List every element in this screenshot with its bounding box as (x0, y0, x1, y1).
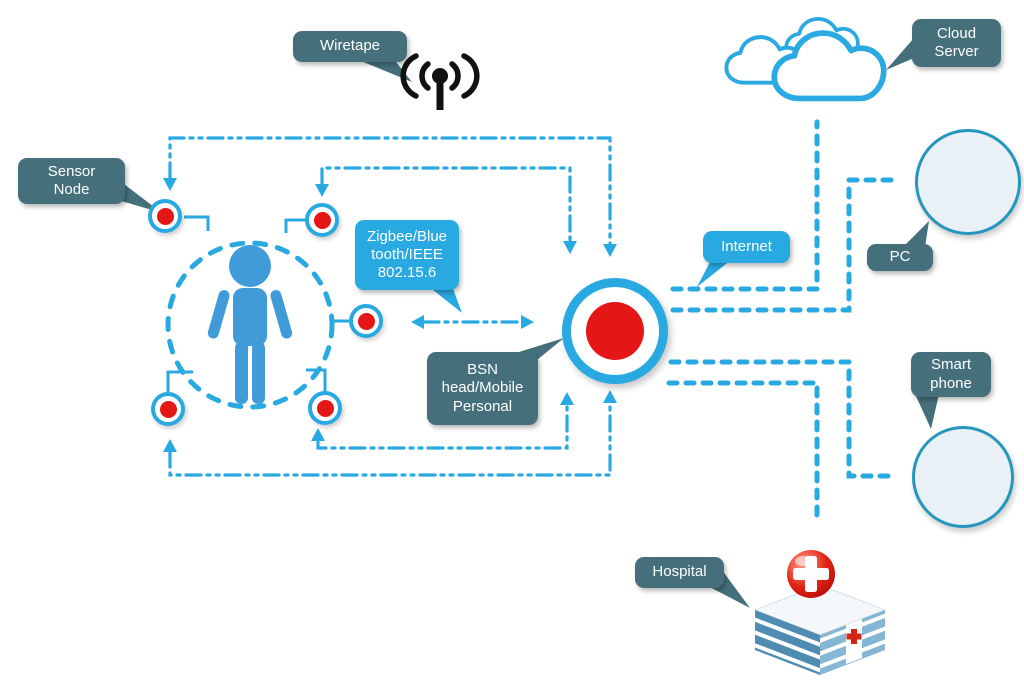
wiretape-label: Wiretape (293, 31, 407, 62)
cloud-server-label: Cloud Server (912, 19, 1001, 67)
wiretap-dashdot-paths (168, 136, 612, 477)
smartphone-device-circle (912, 426, 1014, 528)
bsn-head-label: BSN head/Mobile Personal (427, 352, 538, 425)
internet-dashed-links (666, 119, 897, 527)
sensor-node-dot (151, 392, 185, 426)
sensor-node-dot (349, 304, 383, 338)
callout-tails (116, 38, 939, 608)
internet-label: Internet (703, 231, 790, 263)
hospital-label: Hospital (635, 557, 724, 588)
body-area-dashed-circle (165, 240, 335, 410)
wiretap-arrowheads (163, 178, 617, 452)
sensor-node-dot (308, 391, 342, 425)
pc-label: PC (867, 244, 933, 271)
wiretap-antenna-icon (400, 53, 480, 110)
hospital-building-icon (753, 550, 887, 675)
cloud-icon (724, 17, 883, 99)
sensor-connector-lines (166, 215, 349, 392)
sensor-node-dot (148, 199, 182, 233)
zigbee-label: Zigbee/Blue tooth/IEEE 802.15.6 (355, 220, 459, 290)
bsn-head-node (562, 278, 668, 384)
sensor-node-dot (305, 203, 339, 237)
sensor-node-label: Sensor Node (18, 158, 125, 204)
person-icon (207, 245, 293, 404)
smartphone-label: Smart phone (911, 352, 991, 397)
pc-device-circle (915, 129, 1021, 235)
